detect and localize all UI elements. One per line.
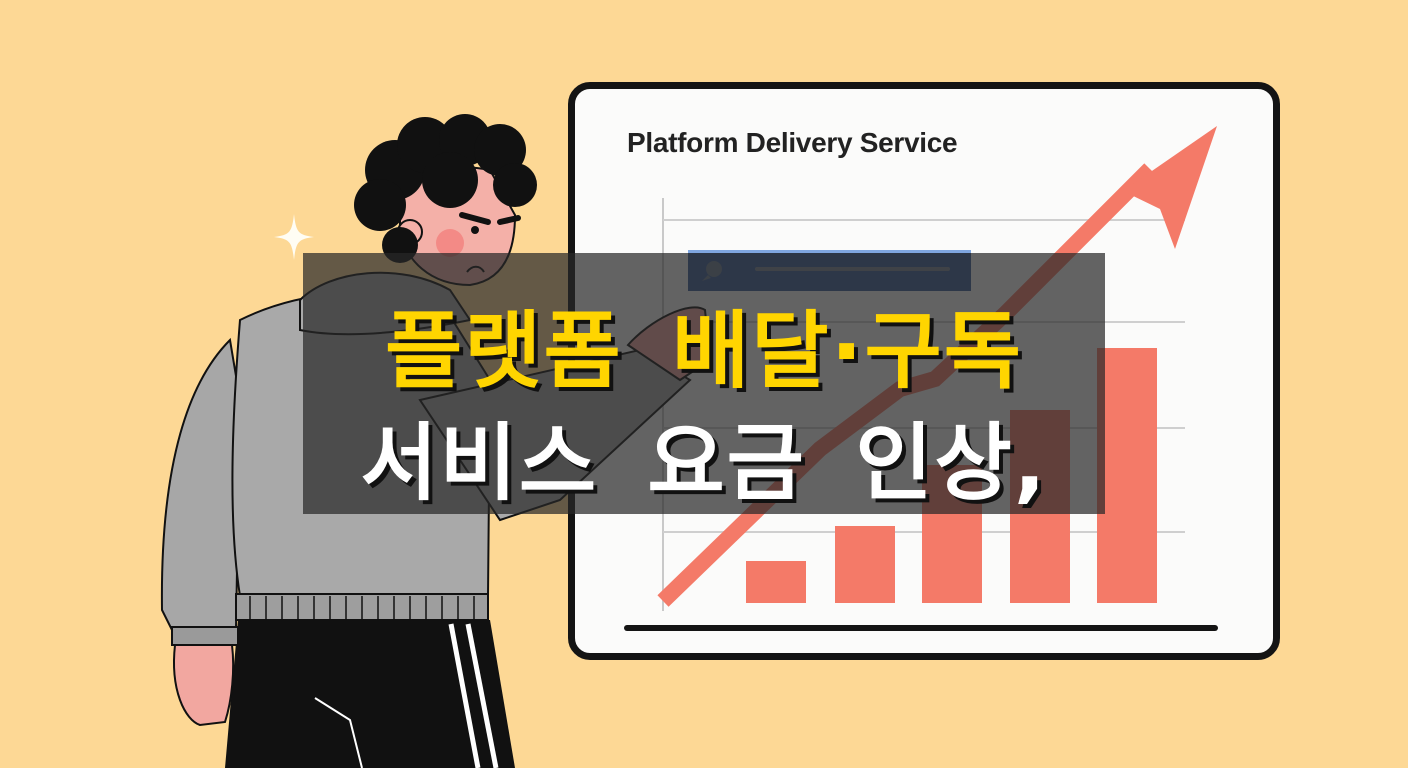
bar-2	[835, 526, 895, 603]
headline-line-1: 플랫폼 배달·구독	[384, 302, 1024, 400]
sparkle-icon	[274, 214, 314, 260]
bar-5	[1097, 348, 1157, 603]
chart-title: Platform Delivery Service	[627, 127, 958, 158]
bar-1	[746, 561, 806, 603]
headline-line-2: 서비스 요금 인상,	[360, 414, 1048, 512]
headline-overlay	[303, 253, 1105, 514]
